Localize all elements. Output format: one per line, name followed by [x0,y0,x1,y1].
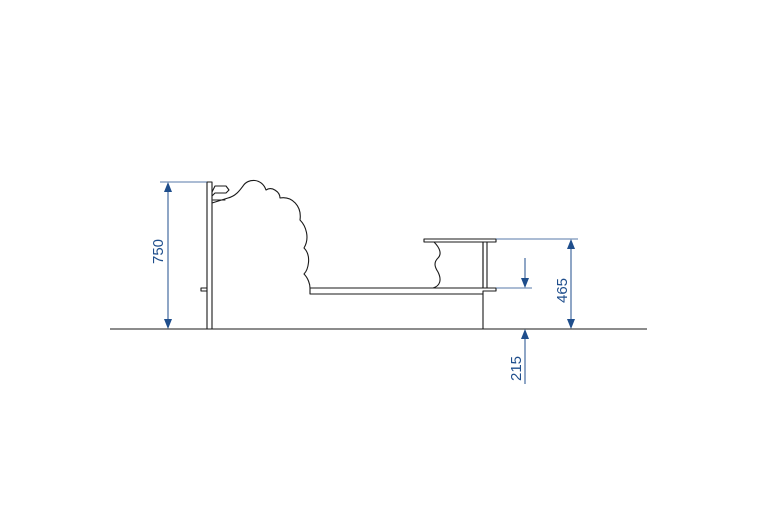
top-cap [211,185,230,201]
dim-215-arrow-bottom [521,329,529,339]
bed-base [211,287,497,330]
headboard-panel [206,181,213,330]
dim-215-arrow-top [521,278,529,288]
end-post [482,241,488,289]
side-peg [200,287,208,292]
cloud-backrest [211,179,311,289]
dim-750-arrow-top [164,182,172,192]
foot-panel [432,241,484,289]
dim-215-label: 215 [508,356,525,381]
dim-750-label: 750 [150,239,167,264]
dim-465-arrow-top [567,239,575,249]
top-shelf [423,238,497,243]
dim-465-arrow-bottom [567,319,575,329]
dim-465-label: 465 [554,278,571,303]
dim-750-arrow-bottom [164,319,172,329]
